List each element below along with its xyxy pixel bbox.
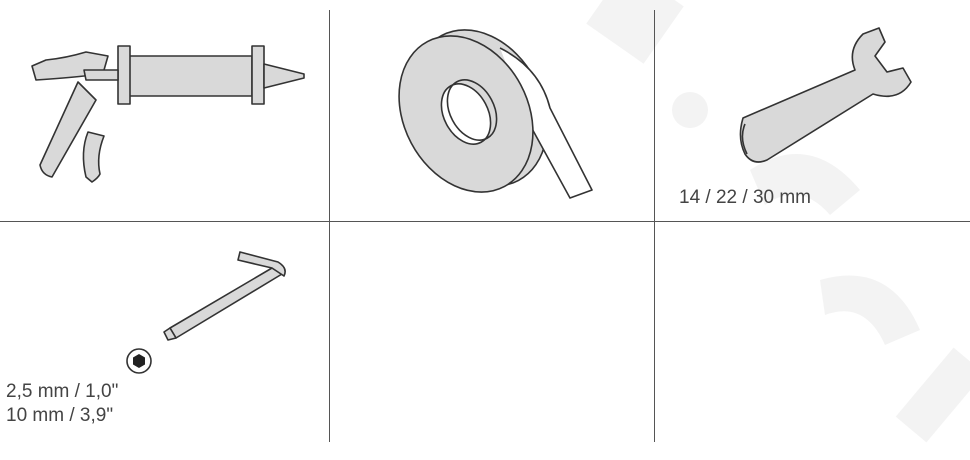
caulking-gun-icon (31, 45, 305, 183)
tool-cell-wrench: 14 / 22 / 30 mm (655, 0, 970, 221)
hex-key-size-label-1: 2,5 mm / 1,0" (6, 381, 119, 402)
tool-cell-caulking-gun (0, 0, 329, 221)
hex-socket-icon (126, 348, 152, 374)
wrench-size-label: 14 / 22 / 30 mm (679, 187, 812, 208)
tools-sheet: 14 / 22 / 30 mm 2,5 mm / 1,0" 10 mm / 3,… (0, 0, 970, 443)
hex-key-icon (163, 251, 286, 341)
tool-cell-empty-1 (330, 222, 654, 442)
grid-horizontal (0, 221, 970, 222)
tool-cell-hex-key: 2,5 mm / 1,0" 10 mm / 3,9" (0, 222, 329, 442)
wrench-icon (739, 27, 912, 163)
hex-key-size-label-2: 10 mm / 3,9" (6, 405, 114, 426)
grid-vertical-2 (654, 10, 655, 442)
grid-vertical-1 (329, 10, 330, 442)
tape-roll-icon (398, 29, 593, 199)
tool-cell-empty-2 (655, 222, 970, 442)
tool-cell-tape-roll (330, 0, 654, 221)
